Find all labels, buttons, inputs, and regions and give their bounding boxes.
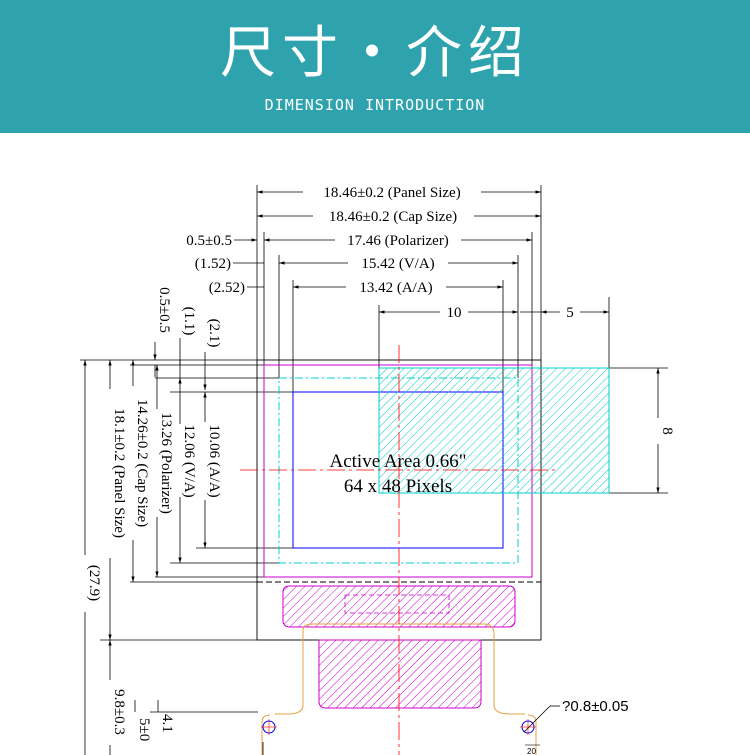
active-area-title: Active Area 0.66" [329, 451, 466, 472]
horizontal-dimension-labels: 18.46±0.2 (Panel Size) 18.46±0.2 (Cap Si… [186, 185, 573, 321]
vertical-dimensions [80, 338, 668, 755]
hole-diameter-label: ?0.8±0.05 [562, 698, 629, 715]
page-title: 尺寸・介绍 [220, 21, 530, 86]
dim-v-va-offset: (1.1) [181, 307, 197, 336]
dim-v-flex-98: 9.8±0.3 [111, 689, 127, 735]
active-area-pixels: 64 x 48 Pixels [344, 476, 452, 497]
dim-aa-offset: (2.52) [209, 280, 245, 296]
dim-v-four-one: 4.1 [159, 714, 175, 733]
dim-aa-width: 13.42 (A/A) [359, 280, 432, 296]
dim-v-polarizer-height: 13.26 (Polarizer) [158, 412, 174, 514]
dim-v-five: 5±0 [136, 718, 152, 741]
dim-polarizer-offset: 0.5±0.5 [186, 233, 232, 249]
page-subtitle: DIMENSION INTRODUCTION [264, 96, 486, 114]
dim-panel-width: 18.46±0.2 (Panel Size) [323, 185, 460, 201]
horizontal-dimensions [233, 185, 610, 392]
dim-ten: 10 [447, 305, 462, 321]
center-lines [240, 345, 558, 755]
dim-v-polarizer-offset: 0.5±0.5 [156, 287, 172, 333]
dim-v-va-height: 12.06 (V/A) [181, 424, 197, 497]
dim-va-offset: (1.52) [195, 256, 231, 272]
vertical-dimension-labels: 0.5±0.5 (1.1) (2.1) 10.06 (A/A) 12.06 (V… [86, 287, 675, 741]
dim-eight: 8 [659, 427, 675, 435]
dim-five: 5 [566, 305, 574, 321]
dim-v-aa-offset: (2.1) [206, 319, 222, 348]
small-dim-label: 20 [527, 747, 536, 755]
dim-v-cap-height: 14.26±0.2 (Cap Size) [134, 399, 150, 527]
cyan-hatched-region [378, 367, 610, 494]
dimension-drawing: 18.46±0.2 (Panel Size) 18.46±0.2 (Cap Si… [80, 185, 675, 755]
dim-v-total: (27.9) [86, 565, 102, 601]
dim-va-width: 15.42 (V/A) [361, 256, 434, 272]
dim-cap-width: 18.46±0.2 (Cap Size) [329, 209, 457, 225]
dim-v-aa-height: 10.06 (A/A) [206, 424, 222, 497]
mounting-holes [261, 705, 560, 755]
dim-polarizer-width: 17.46 (Polarizer) [347, 233, 449, 249]
dim-v-panel-height: 18.1±0.2 (Panel Size) [111, 408, 127, 538]
header-banner: 尺寸・介绍 DIMENSION INTRODUCTION [0, 0, 750, 133]
